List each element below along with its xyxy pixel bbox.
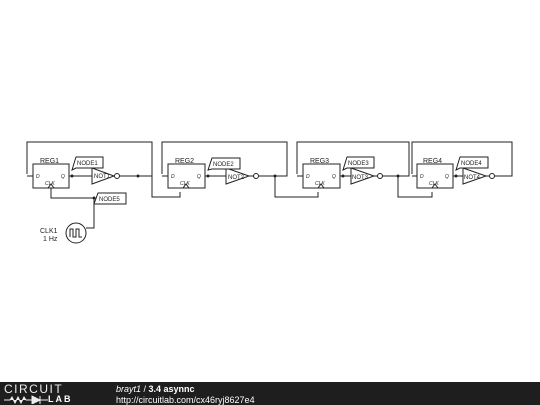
stage-3: REG3 D Q CLK NOT3 NODE3: [296, 141, 410, 189]
square-wave-icon: [69, 228, 82, 238]
pin-d-reg4: D: [420, 174, 424, 180]
resistor-diode-icon: [4, 395, 48, 404]
clock-name: CLK1: [40, 228, 58, 235]
author-link[interactable]: brayt1: [116, 384, 142, 394]
pin-clk-reg1: CLK: [45, 181, 55, 187]
logo-text-lab: LAB: [48, 394, 73, 404]
clock-wire-3: [274, 176, 319, 198]
clock-triangle-reg2: [182, 183, 190, 189]
stage-1: REG1 D Q CLK NOT1 NODE1: [26, 141, 153, 189]
not-gate-not4[interactable]: [462, 167, 488, 185]
clock-wire-4: [397, 176, 433, 198]
not-bubble-not1: [114, 173, 120, 179]
gate-label-not4: NOT4: [464, 175, 481, 181]
junction-node1: [70, 174, 74, 178]
circuit-title: 3.4 asynnc: [148, 384, 195, 394]
clock-triangle-reg1: [47, 183, 55, 189]
node-label-node2: NODE2: [213, 162, 234, 168]
clock-wire-1: [50, 188, 95, 229]
circuitlab-logo[interactable]: CIRCUIT LAB: [4, 383, 96, 404]
feedback-wire-3: [296, 141, 410, 177]
clock-triangle-reg4: [431, 183, 439, 189]
gate-label-not3: NOT3: [352, 175, 369, 181]
not-gate-not2[interactable]: [225, 167, 251, 185]
node-label-node1: NODE1: [77, 161, 98, 167]
circuit-url[interactable]: http://circuitlab.com/cx46ryj8627e4: [116, 395, 255, 405]
register-label-reg4: REG4: [423, 158, 442, 165]
gate-label-not2: NOT2: [228, 175, 245, 181]
pin-d-reg2: D: [171, 174, 175, 180]
path-separator: /: [141, 384, 149, 394]
pin-clk-reg4: CLK: [429, 181, 439, 187]
pin-q-reg1: Q: [61, 174, 65, 180]
pin-clk-reg3: CLK: [315, 181, 325, 187]
clock-frequency: 1 Hz: [43, 236, 58, 243]
register-label-reg1: REG1: [40, 158, 59, 165]
junction-node5: [92, 196, 96, 200]
junction-node4: [454, 174, 458, 178]
node-flag-node3: [342, 156, 375, 171]
node-label-node5: NODE5: [99, 197, 120, 203]
schematic: REG1 D Q CLK NOT1 NODE1 REG2 D Q CLK NOT…: [26, 141, 513, 244]
node-flag-node4: [455, 156, 489, 171]
pin-q-reg3: Q: [332, 174, 336, 180]
stage-4: REG4 D Q CLK NOT4 NODE4: [411, 141, 513, 189]
pin-q-reg4: Q: [445, 174, 449, 180]
clock-triangle-reg3: [317, 183, 325, 189]
register-label-reg2: REG2: [175, 158, 194, 165]
junction-node2: [206, 174, 210, 178]
node-flag-node5: [93, 192, 127, 205]
node-flag-node1: [71, 156, 104, 171]
pin-d-reg3: D: [306, 174, 310, 180]
not-gate-not1[interactable]: [91, 167, 116, 185]
circuit-meta: brayt1 / 3.4 asynnc http://circuitlab.co…: [116, 384, 255, 405]
pin-clk-reg2: CLK: [180, 181, 190, 187]
logo-text-circuit: CIRCUIT: [4, 382, 64, 396]
not-bubble-not4: [489, 173, 495, 179]
node-label-node4: NODE4: [461, 161, 482, 167]
clock-source: NODE5 CLK1 1 Hz: [40, 188, 127, 244]
not-bubble-not2: [253, 173, 259, 179]
clock-wire-2: [138, 175, 181, 198]
gate-label-not1: NOT1: [94, 174, 111, 180]
feedback-wire-2: [161, 141, 288, 177]
pin-q-reg2: Q: [197, 174, 201, 180]
register-label-reg3: REG3: [310, 158, 329, 165]
node-label-node3: NODE3: [348, 161, 369, 167]
footer-bar: CIRCUIT LAB brayt1 / 3.4 asynnc http://c…: [0, 382, 540, 405]
pin-d-reg1: D: [36, 174, 40, 180]
not-bubble-not3: [377, 173, 383, 179]
not-gate-not3[interactable]: [350, 167, 376, 185]
stage-2: REG2 D Q CLK NOT2 NODE2: [161, 141, 288, 189]
junction-node3: [341, 174, 345, 178]
node-flag-node2: [207, 157, 241, 171]
